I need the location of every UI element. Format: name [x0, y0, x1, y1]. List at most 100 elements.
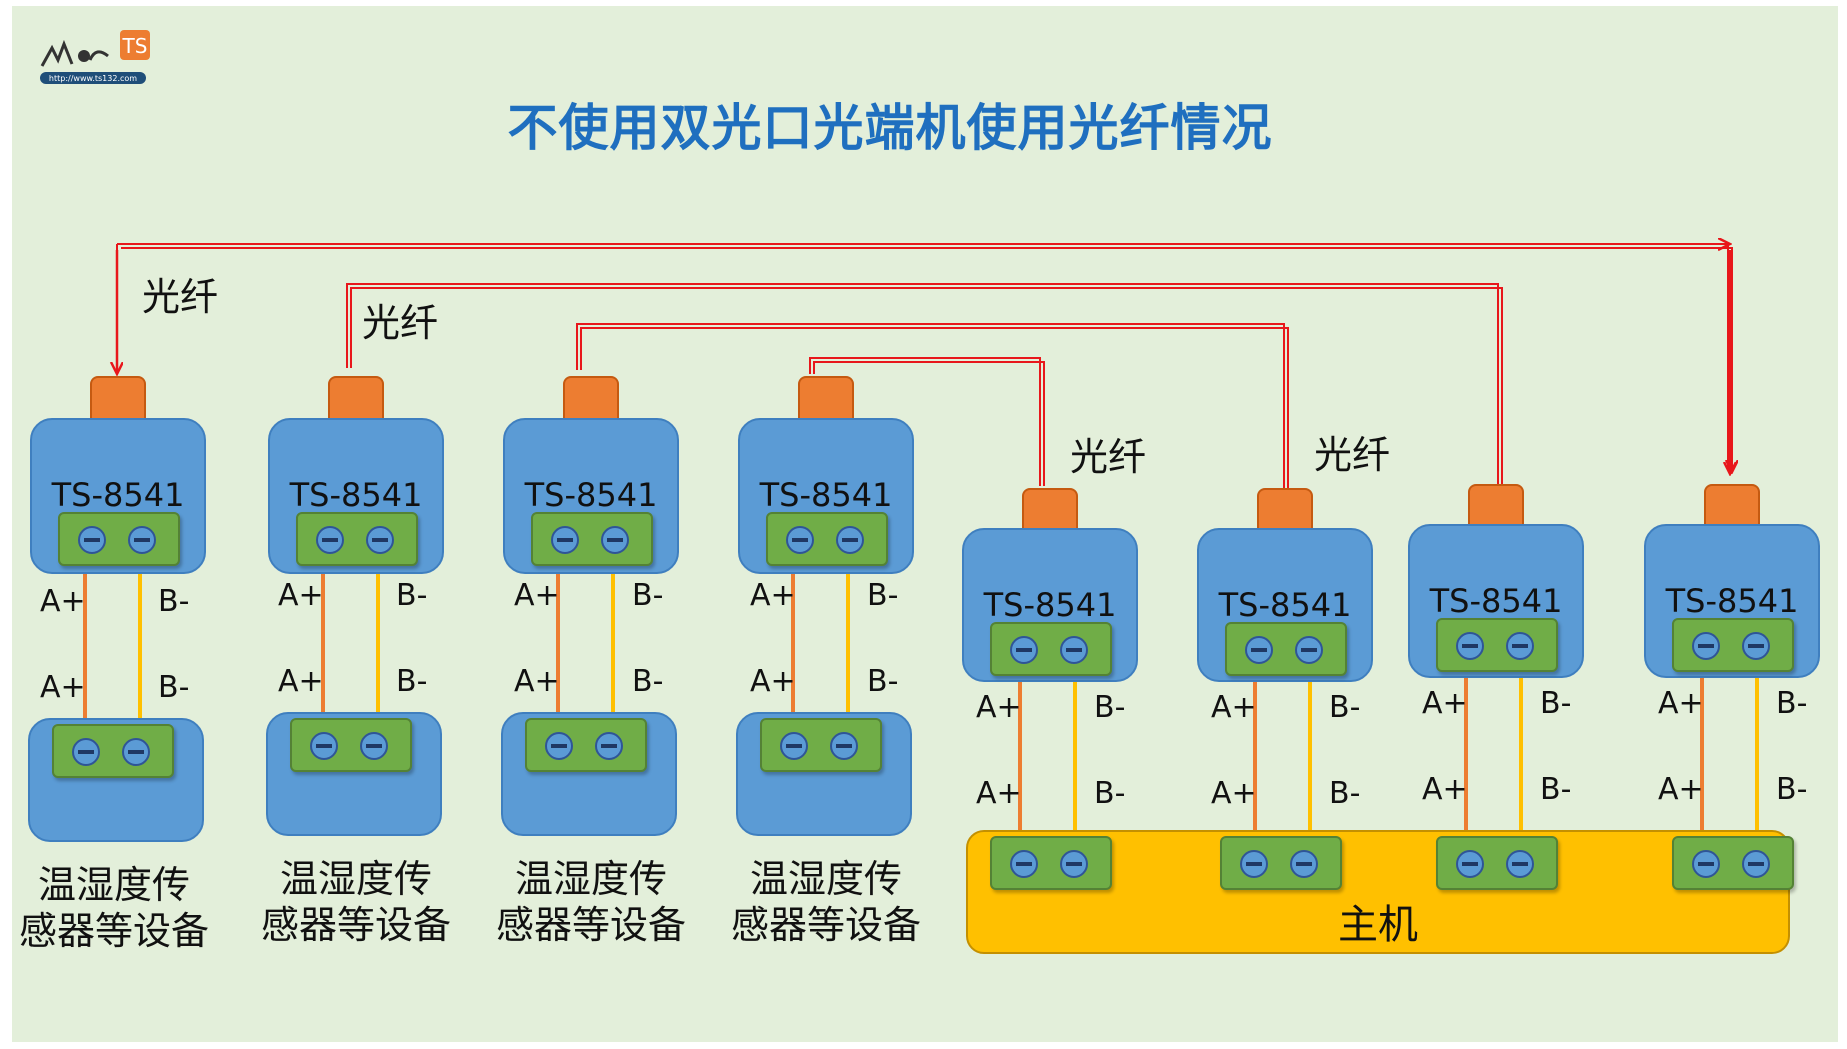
screw-icon	[122, 738, 150, 766]
terminal-block	[296, 512, 418, 566]
screw-icon	[1240, 850, 1268, 878]
converter-model: TS-8541	[1218, 586, 1352, 624]
screw-icon	[780, 732, 808, 760]
fiber-line-4	[809, 357, 1045, 486]
pin-label-b: B-	[396, 578, 428, 613]
pin-label-b: B-	[1540, 686, 1572, 721]
screw-icon	[1742, 850, 1770, 878]
pin-label-a: A+	[976, 690, 1022, 725]
screw-icon	[1290, 850, 1318, 878]
sensor-caption-line2: 感器等设备	[495, 903, 686, 947]
pin-label-a: A+	[514, 664, 560, 699]
terminal-block	[1672, 618, 1794, 672]
pin-label-a: A+	[750, 578, 796, 613]
converter-device: TS-8541	[962, 528, 1138, 682]
screw-icon	[1060, 636, 1088, 664]
screw-icon	[360, 732, 388, 760]
sensor-caption-line2: 感器等设备	[18, 909, 209, 953]
converter-model: TS-8541	[51, 476, 185, 514]
logo-url: http://www.ts132.com	[49, 74, 137, 83]
fiber-label: 光纤	[362, 301, 439, 345]
converter-model: TS-8541	[983, 586, 1117, 624]
pin-label-a: A+	[278, 664, 324, 699]
converter-device: TS-8541	[1644, 524, 1820, 678]
screw-icon	[1456, 632, 1484, 660]
pin-label-b: B-	[632, 664, 664, 699]
terminal-block	[531, 512, 653, 566]
screw-icon	[1692, 632, 1720, 660]
terminal-block	[1225, 622, 1347, 676]
terminal-block	[290, 718, 412, 772]
screw-icon	[786, 526, 814, 554]
pin-label-a: A+	[1211, 690, 1257, 725]
terminal-block	[1436, 618, 1558, 672]
screw-icon	[1506, 850, 1534, 878]
screw-icon	[595, 732, 623, 760]
pin-label-b: B-	[1776, 686, 1808, 721]
terminal-block	[1672, 836, 1794, 890]
screw-icon	[128, 526, 156, 554]
pin-label-a: A+	[1658, 772, 1704, 807]
sensor-caption-line2: 感器等设备	[730, 903, 921, 947]
fiber-label: 光纤	[1314, 433, 1391, 477]
pin-label-b: B-	[1776, 772, 1808, 807]
fiber-line-2	[346, 283, 1503, 486]
screw-icon	[1060, 850, 1088, 878]
pin-label-a: A+	[40, 670, 86, 705]
sensor-caption: 温湿度传 感器等设备	[236, 856, 476, 948]
screw-icon	[316, 526, 344, 554]
pin-label-b: B-	[1094, 776, 1126, 811]
pin-label-b: B-	[867, 578, 899, 613]
screw-icon	[1010, 850, 1038, 878]
converter-device: TS-8541	[268, 418, 444, 574]
pin-label-b: B-	[1094, 690, 1126, 725]
screw-icon	[1456, 850, 1484, 878]
screw-icon	[78, 526, 106, 554]
terminal-block	[525, 718, 647, 772]
screw-icon	[1692, 850, 1720, 878]
pin-label-a: A+	[750, 664, 796, 699]
sensor-caption: 温湿度传 感器等设备	[706, 856, 946, 948]
sensor-caption-line1: 温湿度传	[749, 857, 902, 901]
sensor-caption-line1: 温湿度传	[37, 863, 190, 907]
screw-icon	[310, 732, 338, 760]
sensor-caption: 温湿度传 感器等设备	[471, 856, 711, 948]
screw-icon	[836, 526, 864, 554]
screw-icon	[1295, 636, 1323, 664]
screw-icon	[1506, 632, 1534, 660]
screw-icon	[1742, 632, 1770, 660]
pin-label-a: A+	[1211, 776, 1257, 811]
sensor-caption-line1: 温湿度传	[279, 857, 432, 901]
terminal-block	[1436, 836, 1558, 890]
pin-label-a: A+	[1422, 772, 1468, 807]
host-label: 主机	[1338, 902, 1418, 948]
pin-label-b: B-	[1329, 690, 1361, 725]
pin-label-b: B-	[396, 664, 428, 699]
terminal-block	[766, 512, 888, 566]
converter-device: TS-8541	[1408, 524, 1584, 678]
screw-icon	[1010, 636, 1038, 664]
pin-label-b: B-	[867, 664, 899, 699]
pin-label-a: A+	[40, 584, 86, 619]
terminal-block	[1220, 836, 1342, 890]
sensor-caption-line1: 温湿度传	[514, 857, 667, 901]
converter-model: TS-8541	[289, 476, 423, 514]
pin-label-b: B-	[1329, 776, 1361, 811]
pin-label-a: A+	[976, 776, 1022, 811]
converter-model: TS-8541	[524, 476, 658, 514]
terminal-block	[990, 836, 1112, 890]
screw-icon	[366, 526, 394, 554]
screw-icon	[830, 732, 858, 760]
converter-model: TS-8541	[1665, 582, 1799, 620]
pin-label-b: B-	[632, 578, 664, 613]
sensor-device	[501, 712, 677, 836]
sensor-caption: 温湿度传 感器等设备	[0, 862, 234, 954]
converter-device: TS-8541	[503, 418, 679, 574]
logo: TS http://www.ts132.com	[38, 26, 158, 86]
fiber-label: 光纤	[1070, 435, 1147, 479]
page-title: 不使用双光口光端机使用光纤情况	[507, 99, 1273, 157]
screw-icon	[1245, 636, 1273, 664]
terminal-block	[58, 512, 180, 566]
screw-icon	[601, 526, 629, 554]
